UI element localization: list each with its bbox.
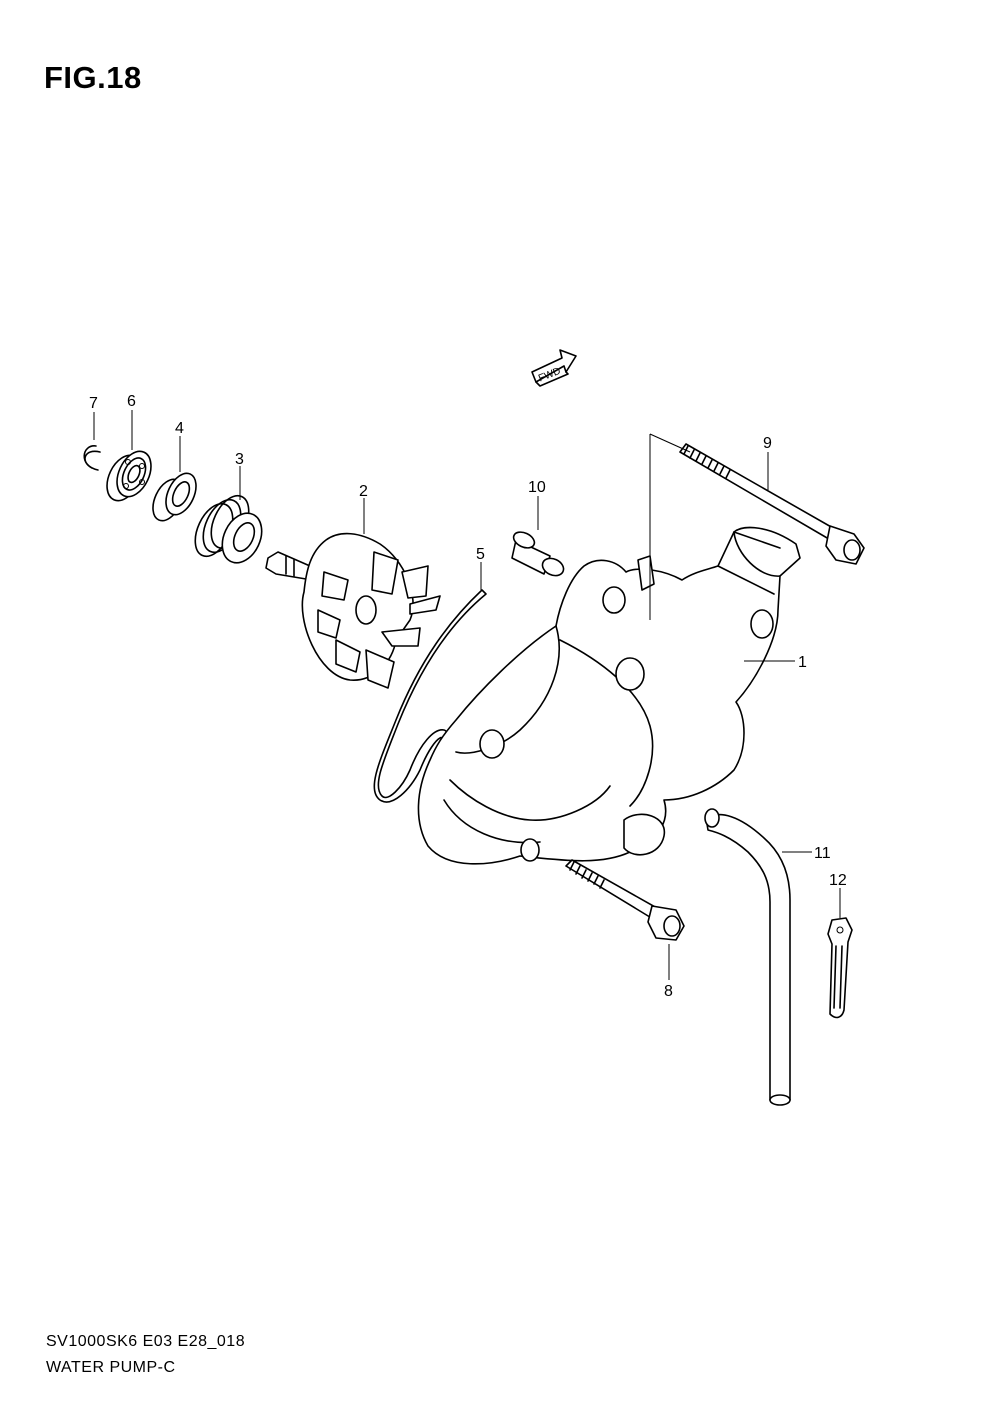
callout-8: 8 bbox=[664, 983, 673, 1000]
callout-12: 12 bbox=[829, 872, 847, 889]
callout-4: 4 bbox=[175, 420, 184, 437]
bolt-short-part bbox=[565, 859, 685, 941]
callout-labels: 1 2 3 4 5 6 7 8 9 10 11 12 bbox=[89, 393, 847, 1000]
callout-3: 3 bbox=[235, 451, 244, 468]
callout-2: 2 bbox=[359, 483, 368, 500]
callout-10: 10 bbox=[528, 479, 546, 496]
callout-9: 9 bbox=[763, 435, 772, 452]
callout-5: 5 bbox=[476, 546, 485, 563]
callout-11: 11 bbox=[814, 845, 831, 862]
callout-6: 6 bbox=[127, 393, 136, 410]
impeller-part bbox=[265, 532, 441, 689]
circlip-part bbox=[83, 445, 101, 471]
water-pump-housing-part bbox=[417, 526, 801, 865]
hose-part bbox=[704, 808, 791, 1106]
callout-7: 7 bbox=[89, 395, 98, 412]
figure-title: FIG.18 bbox=[44, 60, 142, 95]
oil-seal-part bbox=[152, 472, 197, 522]
group-name: WATER PUMP-C bbox=[46, 1359, 176, 1376]
clamp-part bbox=[827, 917, 853, 1019]
mechanical-seal-part bbox=[194, 494, 263, 564]
bearing-part bbox=[106, 450, 152, 502]
model-code: SV1000SK6 E03 E28_018 bbox=[46, 1333, 246, 1350]
dowel-pin-part bbox=[511, 531, 565, 577]
bolt-long-part bbox=[679, 443, 865, 565]
fwd-arrow-icon: FWD bbox=[531, 349, 577, 387]
leader-lines bbox=[93, 410, 841, 980]
callout-1: 1 bbox=[798, 654, 807, 671]
